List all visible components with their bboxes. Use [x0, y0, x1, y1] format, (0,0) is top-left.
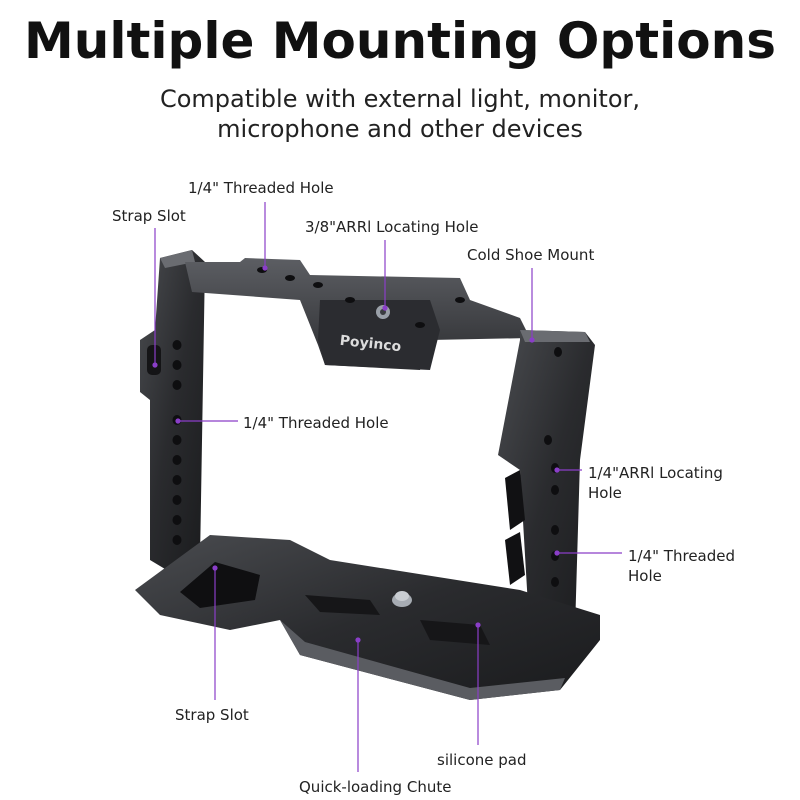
callout-silicone-pad: silicone pad [437, 751, 527, 769]
subtitle-line-2: microphone and other devices [217, 115, 583, 143]
callout-threaded-hole-right-line-1: 1/4" Threaded [628, 547, 736, 565]
callout-lines [152, 202, 622, 772]
callout-threaded-hole-left: 1/4" Threaded Hole [243, 414, 389, 432]
left-upright [140, 250, 205, 575]
callout-arri-locating-right-line-2: Hole [588, 484, 622, 502]
right-upright [498, 330, 595, 648]
base-plate [135, 535, 600, 700]
subtitle: Compatible with external light, monitor,… [0, 84, 800, 144]
callout-strap-slot-bottom: Strap Slot [175, 706, 249, 724]
callout-arri-locating-right-line-1: 1/4"ARRl Locating [588, 464, 723, 482]
callout-threaded-hole-top: 1/4" Threaded Hole [188, 179, 334, 197]
callout-arri-locating-right: 1/4"ARRl Locating Hole [588, 463, 723, 503]
page-title: Multiple Mounting Options [24, 12, 776, 70]
subtitle-line-1: Compatible with external light, monitor, [159, 85, 641, 113]
callout-cold-shoe-mount: Cold Shoe Mount [467, 246, 595, 264]
callout-quick-loading-chute: Quick-loading Chute [299, 778, 452, 796]
top-plate: Poyinco [185, 258, 530, 370]
callout-threaded-hole-right-line-2: Hole [628, 567, 662, 585]
callout-strap-slot-top: Strap Slot [112, 207, 186, 225]
callout-arri-locating-hole: 3/8"ARRl Locating Hole [305, 218, 479, 236]
brand-logo: Poyinco [339, 333, 402, 355]
callout-threaded-hole-right: 1/4" Threaded Hole [628, 546, 735, 586]
